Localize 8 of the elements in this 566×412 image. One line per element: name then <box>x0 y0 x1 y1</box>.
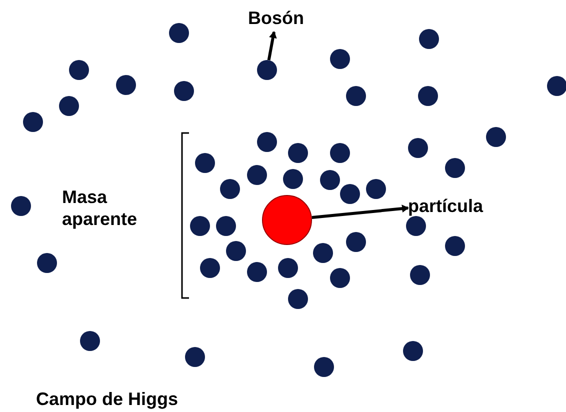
particle-label: partícula <box>408 196 484 216</box>
diagram-caption: Campo de Higgs <box>36 388 180 410</box>
boson-dot <box>257 60 277 80</box>
arrow <box>267 31 277 60</box>
bracket-label: Masa aparente <box>62 186 138 230</box>
arrow <box>312 204 409 220</box>
particle-label: Bosón <box>248 8 304 28</box>
particle-circle <box>262 195 312 245</box>
